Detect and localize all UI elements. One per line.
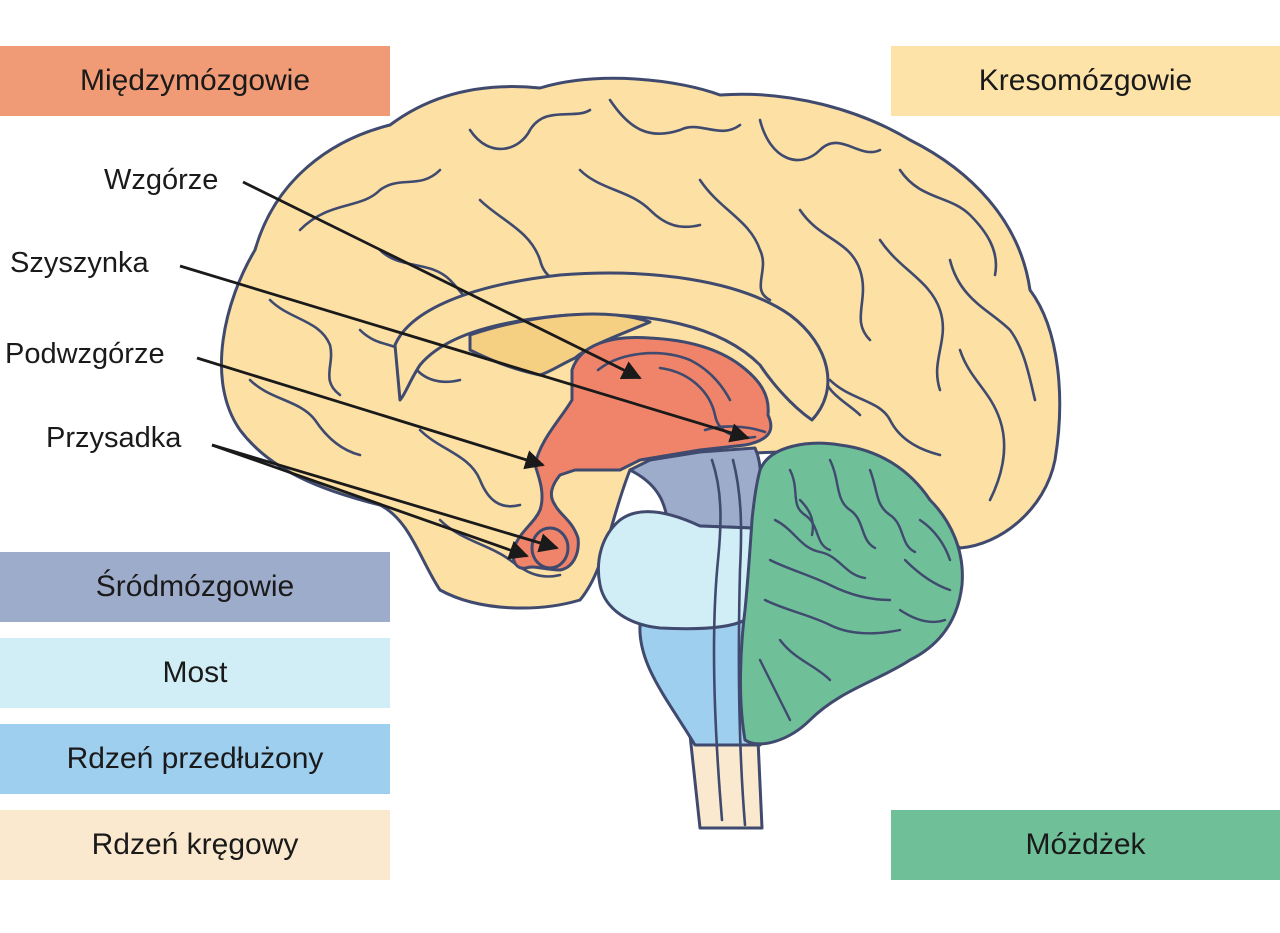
- legend-medulla-label: Rdzeń przedłużony: [66, 742, 324, 775]
- legend-cerebellum-label: Móżdżek: [1025, 828, 1146, 861]
- pituitary-lobe: [530, 526, 570, 570]
- legend-telencephalon: Kresomózgowie: [891, 46, 1280, 116]
- legend-pons: Most: [0, 638, 390, 708]
- callout-hypothalamus: Podwzgórze: [5, 338, 165, 370]
- pineal-arrow: [179, 264, 750, 443]
- callout-thalamus: Wzgórze: [104, 164, 219, 196]
- pons-shape: [596, 510, 755, 631]
- legend-medulla: Rdzeń przedłużony: [0, 724, 390, 794]
- cerebellum-folia: [758, 458, 952, 722]
- legend-midbrain-label: Śródmózgowie: [95, 570, 295, 603]
- callout-pineal: Szyszynka: [10, 247, 149, 279]
- hypothalamus-arrow: [196, 356, 545, 470]
- legend-diencephalon: Międzymózgowie: [0, 46, 390, 116]
- legend-spinal-cord: Rdzeń kręgowy: [0, 810, 390, 880]
- brainstem-lines: [710, 458, 747, 827]
- pituitary-arrow-2: [211, 443, 559, 553]
- legend-cerebellum: Móżdżek: [891, 810, 1280, 880]
- callout-arrows: [179, 180, 750, 560]
- legend-spinal-cord-label: Rdzeń kręgowy: [91, 828, 299, 861]
- pituitary-arrow-1: [211, 443, 529, 560]
- thalamus-arrow: [242, 180, 642, 380]
- legend-diencephalon-label: Międzymózgowie: [79, 64, 311, 97]
- spinal-cord-shape: [688, 733, 764, 830]
- legend-telencephalon-label: Kresomózgowie: [978, 64, 1193, 97]
- callout-pituitary: Przysadka: [46, 422, 182, 454]
- legend-midbrain: Śródmózgowie: [0, 552, 390, 622]
- legend-pons-label: Most: [162, 656, 228, 689]
